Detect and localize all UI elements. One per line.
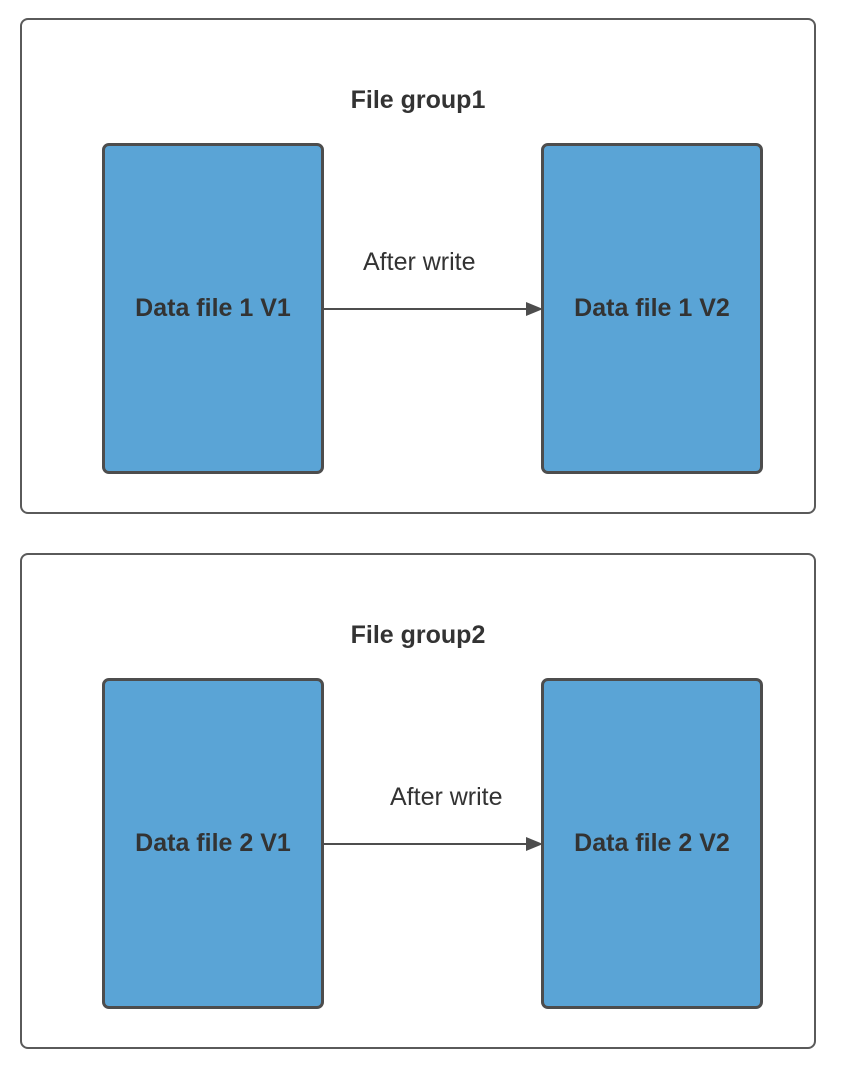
data-file-label: Data file 2 V2 bbox=[574, 829, 730, 857]
after-write-arrow bbox=[322, 302, 543, 316]
after-write-arrow bbox=[322, 837, 543, 851]
data-file-label: Data file 1 V2 bbox=[574, 294, 730, 322]
file-group-2: File group2 Data file 2 V1 After write D… bbox=[20, 553, 816, 1049]
data-file-label: Data file 2 V1 bbox=[135, 829, 291, 857]
data-file-1-v1-box: Data file 1 V1 bbox=[102, 143, 324, 474]
data-file-1-v2-box: Data file 1 V2 bbox=[541, 143, 763, 474]
data-file-label: Data file 1 V1 bbox=[135, 294, 291, 322]
edge-label: After write bbox=[363, 248, 476, 276]
data-file-2-v2-box: Data file 2 V2 bbox=[541, 678, 763, 1009]
group-title: File group2 bbox=[350, 621, 486, 649]
edge-label: After write bbox=[390, 783, 503, 811]
data-file-2-v1-box: Data file 2 V1 bbox=[102, 678, 324, 1009]
group-title: File group1 bbox=[350, 86, 486, 114]
file-group-1: File group1 Data file 1 V1 After write D… bbox=[20, 18, 816, 514]
